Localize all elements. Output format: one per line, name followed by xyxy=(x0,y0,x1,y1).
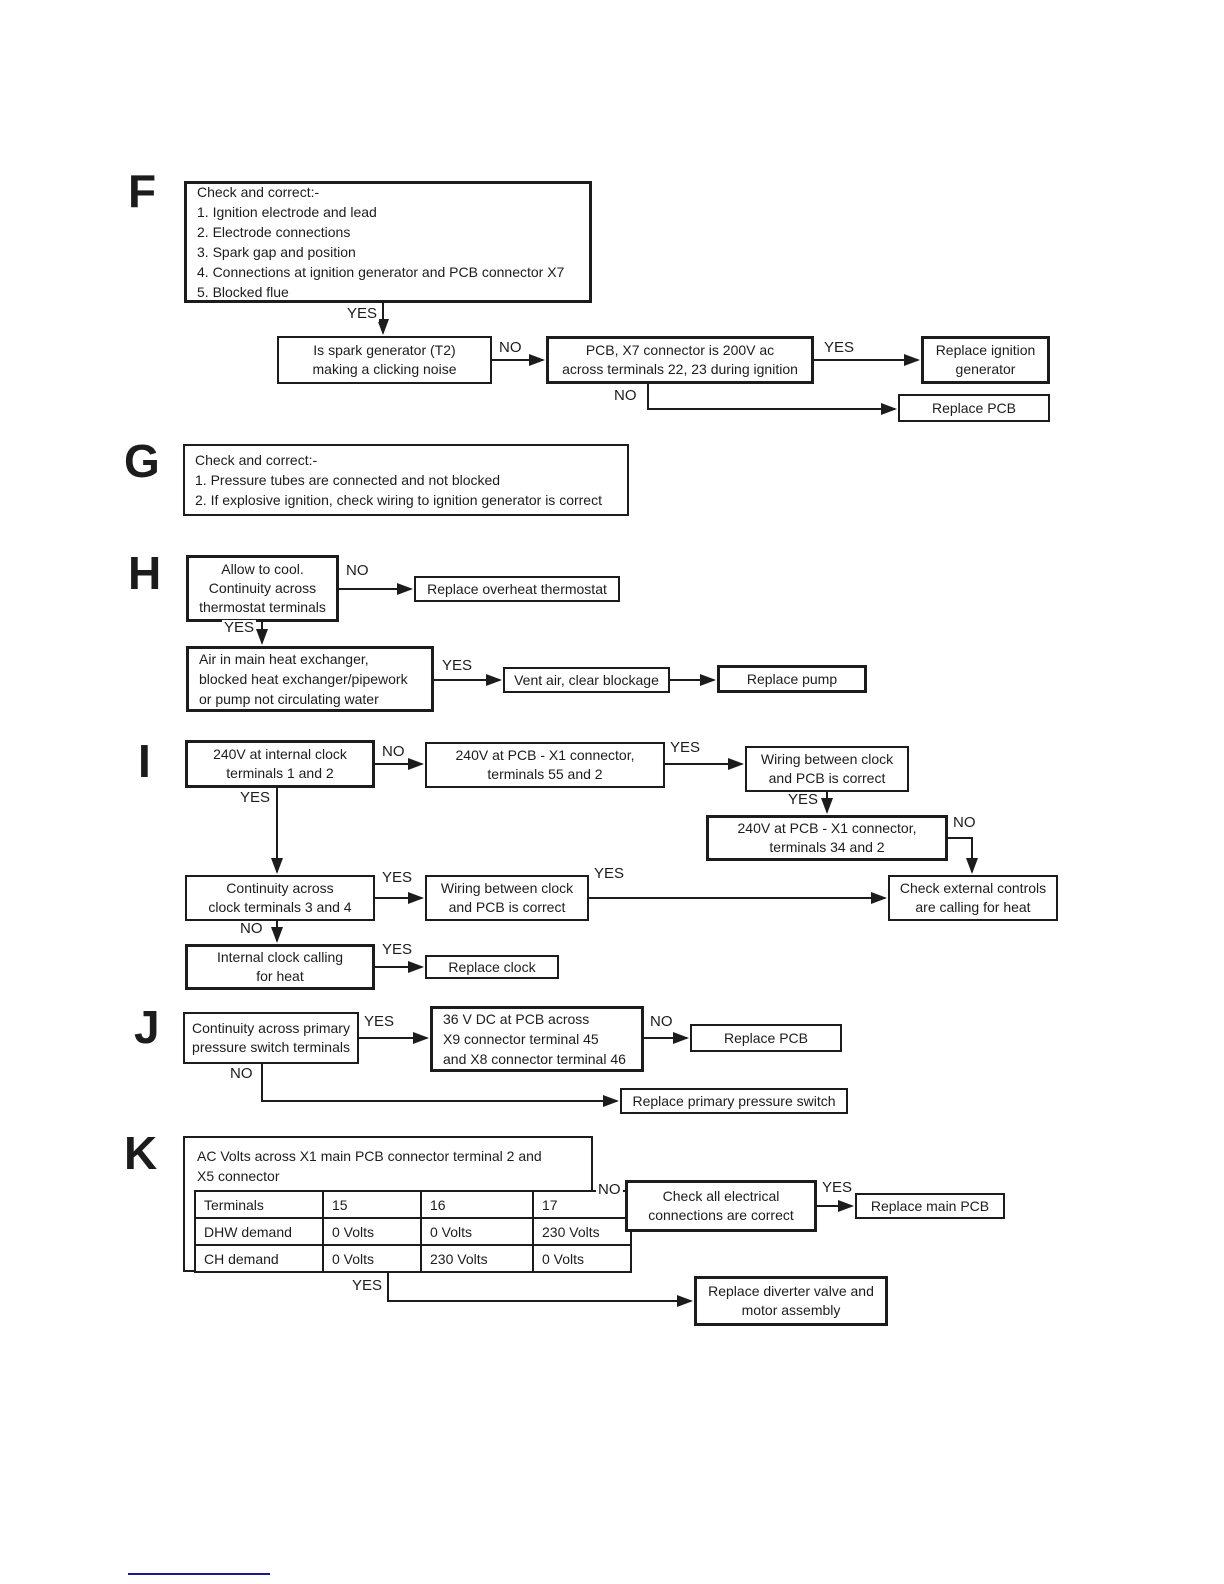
section-letter-h: H xyxy=(128,547,162,599)
label-no: NO xyxy=(228,1065,255,1082)
label-yes: YES xyxy=(380,941,415,958)
label-no: NO xyxy=(344,562,371,579)
node-f-checklist: Check and correct:- 1. Ignition electrod… xyxy=(184,181,592,303)
node-i-check-external-controls: Check external controls are calling for … xyxy=(888,875,1058,921)
label-yes: YES xyxy=(786,791,821,808)
label-no: NO xyxy=(596,1181,623,1198)
k-table-cell: 230 Volts xyxy=(532,1217,632,1246)
node-j-replace-pressure-switch: Replace primary pressure switch xyxy=(620,1088,848,1114)
node-i-pcb-x1-55: 240V at PCB - X1 connector, terminals 55… xyxy=(425,742,665,788)
node-j-continuity-pressure-switch: Continuity across primary pressure switc… xyxy=(183,1012,359,1064)
node-k-check-electrical: Check all electrical connections are cor… xyxy=(625,1180,817,1232)
label-no: NO xyxy=(612,387,639,404)
node-i-replace-clock: Replace clock xyxy=(425,955,559,979)
node-k-replace-main-pcb: Replace main PCB xyxy=(855,1193,1005,1219)
node-h-vent-air: Vent air, clear blockage xyxy=(503,667,670,693)
label-yes: YES xyxy=(820,1179,855,1196)
node-k-replace-diverter: Replace diverter valve and motor assembl… xyxy=(694,1276,888,1326)
k-table-cell: CH demand xyxy=(194,1244,324,1273)
k-table-cell: 230 Volts xyxy=(420,1244,534,1273)
label-yes: YES xyxy=(222,619,257,636)
label-no: NO xyxy=(380,743,407,760)
section-letter-g: G xyxy=(124,435,160,487)
node-f-spark-generator: Is spark generator (T2) making a clickin… xyxy=(277,336,492,384)
k-table-row-ch: CH demand 0 Volts 230 Volts 0 Volts xyxy=(194,1244,632,1273)
label-yes: YES xyxy=(440,657,475,674)
k-table-row-dhw: DHW demand 0 Volts 0 Volts 230 Volts xyxy=(194,1217,632,1246)
node-h-air-in-exchanger: Air in main heat exchanger, blocked heat… xyxy=(186,646,434,712)
node-i-clock-240v: 240V at internal clock terminals 1 and 2 xyxy=(185,740,375,788)
label-yes: YES xyxy=(350,1277,385,1294)
node-i-pcb-x1-34: 240V at PCB - X1 connector, terminals 34… xyxy=(706,815,948,861)
node-i-internal-clock: Internal clock calling for heat xyxy=(185,944,375,990)
label-yes: YES xyxy=(668,739,703,756)
section-letter-j: J xyxy=(134,1001,160,1053)
section-letter-k: K xyxy=(124,1127,158,1179)
node-h-replace-pump: Replace pump xyxy=(717,665,867,693)
section-letter-f: F xyxy=(128,165,157,217)
node-g-checklist: Check and correct:- 1. Pressure tubes ar… xyxy=(183,444,629,516)
k-table-cell: 0 Volts xyxy=(532,1244,632,1273)
k-table-cell: 15 xyxy=(322,1190,422,1219)
label-no: NO xyxy=(238,920,265,937)
bottom-blue-rule xyxy=(128,1573,270,1575)
label-yes: YES xyxy=(362,1013,397,1030)
label-no: NO xyxy=(497,339,524,356)
label-no: NO xyxy=(951,814,978,831)
node-i-continuity-clock-34: Continuity across clock terminals 3 and … xyxy=(185,875,375,921)
label-yes: YES xyxy=(238,789,273,806)
label-yes: YES xyxy=(592,865,627,882)
label-yes: YES xyxy=(345,305,380,322)
node-f-pcb-x7: PCB, X7 connector is 200V ac across term… xyxy=(546,336,814,384)
k-table-cell: 0 Volts xyxy=(420,1217,534,1246)
node-h-allow-cool: Allow to cool. Continuity across thermos… xyxy=(186,555,339,622)
node-j-36v-dc: 36 V DC at PCB across X9 connector termi… xyxy=(430,1006,644,1072)
k-table-cell: DHW demand xyxy=(194,1217,324,1246)
node-i-wiring-clock-pcb-1: Wiring between clock and PCB is correct xyxy=(745,746,909,792)
node-f-replace-ignition-generator: Replace ignition generator xyxy=(921,336,1050,384)
label-no: NO xyxy=(648,1013,675,1030)
k-table-cell: Terminals xyxy=(194,1190,324,1219)
k-table-cell: 16 xyxy=(420,1190,534,1219)
k-table-cell: 0 Volts xyxy=(322,1244,422,1273)
k-voltage-table: Terminals 15 16 17 DHW demand 0 Volts 0 … xyxy=(194,1190,632,1273)
node-j-replace-pcb: Replace PCB xyxy=(690,1024,842,1052)
k-table-cell: 0 Volts xyxy=(322,1217,422,1246)
node-f-replace-pcb: Replace PCB xyxy=(898,394,1050,422)
node-h-replace-overheat-thermostat: Replace overheat thermostat xyxy=(414,576,620,602)
section-letter-i: I xyxy=(138,735,151,787)
label-yes: YES xyxy=(380,869,415,886)
label-yes: YES xyxy=(822,339,857,356)
k-table-header-row: Terminals 15 16 17 xyxy=(194,1190,632,1219)
node-i-wiring-clock-pcb-2: Wiring between clock and PCB is correct xyxy=(425,875,589,921)
